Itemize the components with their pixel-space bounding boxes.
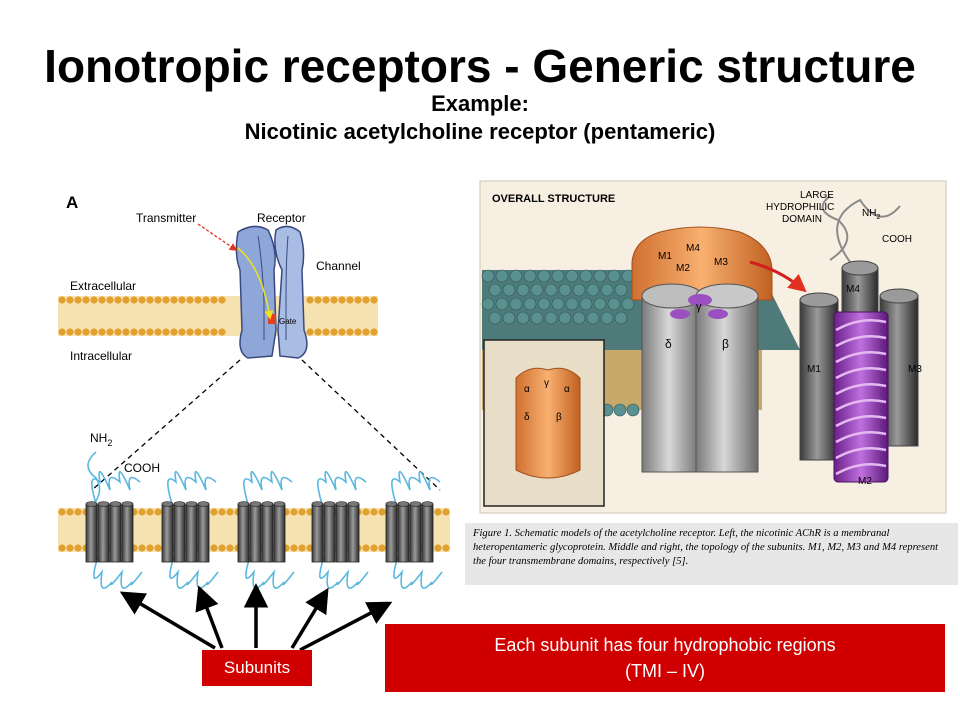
overall-structure-heading: OVERALL STRUCTURE — [492, 193, 615, 205]
large-domain-label-3: DOMAIN — [782, 214, 822, 225]
m3-label-mid: M3 — [714, 257, 728, 268]
figure-caption: Figure 1. Schematic models of the acetyl… — [465, 523, 958, 585]
subtitle-receptor: Nicotinic acetylcholine receptor (pentam… — [244, 119, 716, 144]
right-diagram: OVERALL STRUCTURE M4 M1 M2 M3 δ β γ — [479, 180, 947, 514]
large-hydrophilic-domain — [631, 226, 773, 301]
left-diagram: A Extracellular Intracellular Transmitte… — [58, 193, 450, 652]
gamma-label-inset: γ — [544, 378, 549, 389]
m4-label-mid: M4 — [686, 243, 700, 254]
m4-label-right: M4 — [846, 284, 860, 295]
subunit-arrows — [119, 583, 393, 652]
transmitter-label: Transmitter — [136, 211, 196, 225]
beta-label-mid: β — [722, 337, 729, 351]
alpha-label-inset-1: α — [524, 384, 530, 395]
subunits-callout: Subunits — [202, 650, 312, 686]
hydrophobic-regions-callout: Each subunit has four hydrophobic region… — [385, 624, 945, 692]
lipid-heads-upper — [58, 296, 378, 336]
info-line-1: Each subunit has four hydrophobic region… — [494, 635, 836, 655]
channel-label: Channel — [316, 259, 361, 273]
inset-box: α γ α δ β — [483, 339, 605, 507]
cooh-label: COOH — [124, 461, 160, 475]
slide-subtitle: Example: Nicotinic acetylcholine recepto… — [0, 90, 960, 146]
ion-flow-arrow — [237, 247, 274, 320]
gate-label: Gate — [279, 317, 297, 326]
beta-label-inset: β — [556, 412, 562, 423]
slide-title: Ionotropic receptors - Generic structure — [44, 40, 916, 92]
subunit-topology: M1 M3 M4 M2 — [799, 195, 922, 487]
delta-label: δ — [665, 337, 672, 351]
m1-label-right: M1 — [807, 364, 821, 375]
pentamer-cylinders: δ β γ — [641, 283, 759, 473]
delta-label-inset: δ — [524, 412, 530, 423]
zoom-arrow-right — [749, 260, 807, 293]
upper-membrane — [58, 296, 378, 336]
m2-label-mid: M2 — [676, 263, 690, 274]
info-line-2: (TMI – IV) — [625, 661, 705, 681]
large-domain-label-2: HYDROPHILIC — [766, 202, 834, 213]
subtitle-example: Example: — [431, 91, 529, 116]
panel-letter: A — [66, 193, 78, 212]
zoom-line-left — [91, 359, 241, 491]
extracellular-label: Extracellular — [70, 279, 136, 293]
gamma-label-mid: γ — [696, 301, 702, 313]
subunit-groups — [85, 501, 434, 563]
transmitter-arrow — [197, 223, 238, 251]
receptor-label: Receptor — [257, 211, 306, 225]
cooh-label-right: COOH — [882, 234, 912, 245]
m2-label-right: M2 — [858, 476, 872, 487]
nh2-label-right: NH2 — [862, 208, 880, 221]
zoom-line-right — [301, 359, 441, 491]
intracellular-loops — [87, 451, 443, 589]
nh2-label: NH2 — [90, 431, 112, 448]
m1-label-mid: M1 — [658, 251, 672, 262]
m3-label-right: M3 — [908, 364, 922, 375]
receptor-protein: Gate — [197, 223, 308, 359]
intracellular-label: Intracellular — [70, 349, 132, 363]
large-domain-label-1: LARGE — [800, 190, 834, 201]
alpha-label-inset-2: α — [564, 384, 570, 395]
